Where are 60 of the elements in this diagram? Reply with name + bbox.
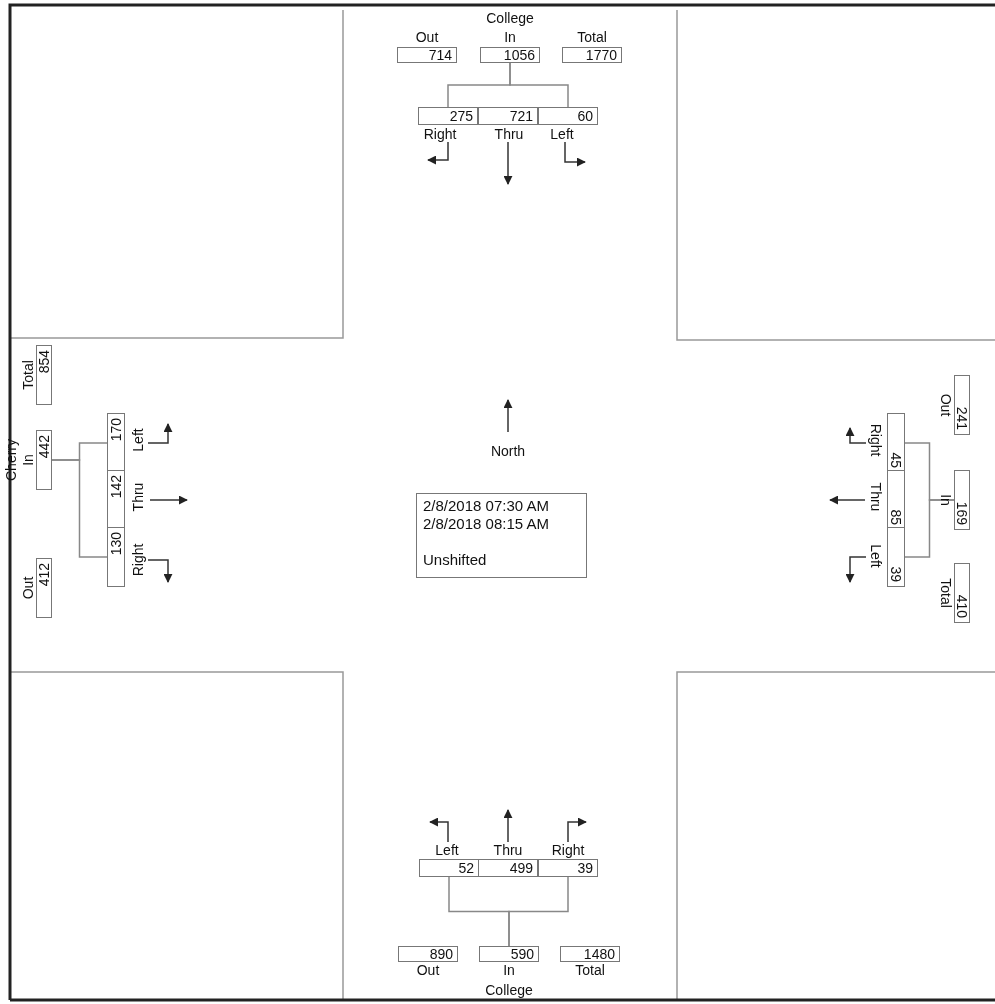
count-box: 890 [398, 946, 458, 962]
count-label: Out [939, 393, 953, 417]
count-label: Thru [494, 127, 524, 141]
count-box: 39 [887, 527, 905, 587]
count-box: 412 [36, 558, 52, 618]
period-text: Unshifted [423, 551, 488, 569]
time-period-box [416, 493, 587, 578]
count-box: 142 [107, 470, 125, 530]
count-label: In [503, 963, 515, 977]
count-box: 130 [107, 527, 125, 587]
count-box: 442 [36, 430, 52, 490]
count-label: Right [131, 543, 145, 577]
count-box: 714 [397, 47, 457, 63]
count-box: 60 [538, 107, 598, 125]
north-label: North [490, 444, 526, 458]
count-label: Right [551, 843, 585, 857]
count-label: Total [577, 30, 607, 44]
count-label: Thru [493, 843, 523, 857]
count-box: 721 [478, 107, 538, 125]
street-name: College [486, 11, 534, 25]
street-name: Cherry [4, 439, 18, 481]
bracket-line [509, 62, 569, 108]
count-label: Out [416, 963, 440, 977]
street-name: College [485, 983, 533, 997]
count-label: Left [869, 544, 883, 568]
count-box: 39 [538, 859, 598, 877]
count-box: 590 [479, 946, 539, 962]
count-label: In [939, 494, 953, 506]
count-box: 1480 [560, 946, 620, 962]
count-box: 275 [418, 107, 478, 125]
count-box: 241 [954, 375, 970, 435]
period-text: 2/8/2018 07:30 AM [423, 497, 550, 515]
count-label: Left [550, 127, 574, 141]
count-box: 52 [419, 859, 479, 877]
count-box: 170 [107, 413, 125, 473]
count-label: Total [21, 360, 35, 390]
period-text: 2/8/2018 08:15 AM [423, 515, 550, 533]
count-box: 854 [36, 345, 52, 405]
count-label: Left [131, 428, 145, 452]
count-box: 85 [887, 470, 905, 530]
count-box: 499 [478, 859, 538, 877]
bracket-line [904, 499, 955, 558]
count-label: In [504, 30, 516, 44]
count-label: Out [21, 576, 35, 600]
count-box: 169 [954, 470, 970, 530]
count-label: Total [939, 578, 953, 608]
count-label: Thru [131, 482, 145, 512]
count-label: Total [575, 963, 605, 977]
count-label: Right [423, 127, 457, 141]
count-label: Left [435, 843, 459, 857]
count-box: 1056 [480, 47, 540, 63]
count-box: 410 [954, 563, 970, 623]
count-box: 1770 [562, 47, 622, 63]
count-label: Out [415, 30, 439, 44]
bracket-line [51, 459, 108, 558]
count-label: Right [869, 423, 883, 457]
bracket-line [508, 876, 569, 947]
count-label: Thru [869, 482, 883, 512]
count-box: 45 [887, 413, 905, 473]
count-label: In [21, 454, 35, 466]
